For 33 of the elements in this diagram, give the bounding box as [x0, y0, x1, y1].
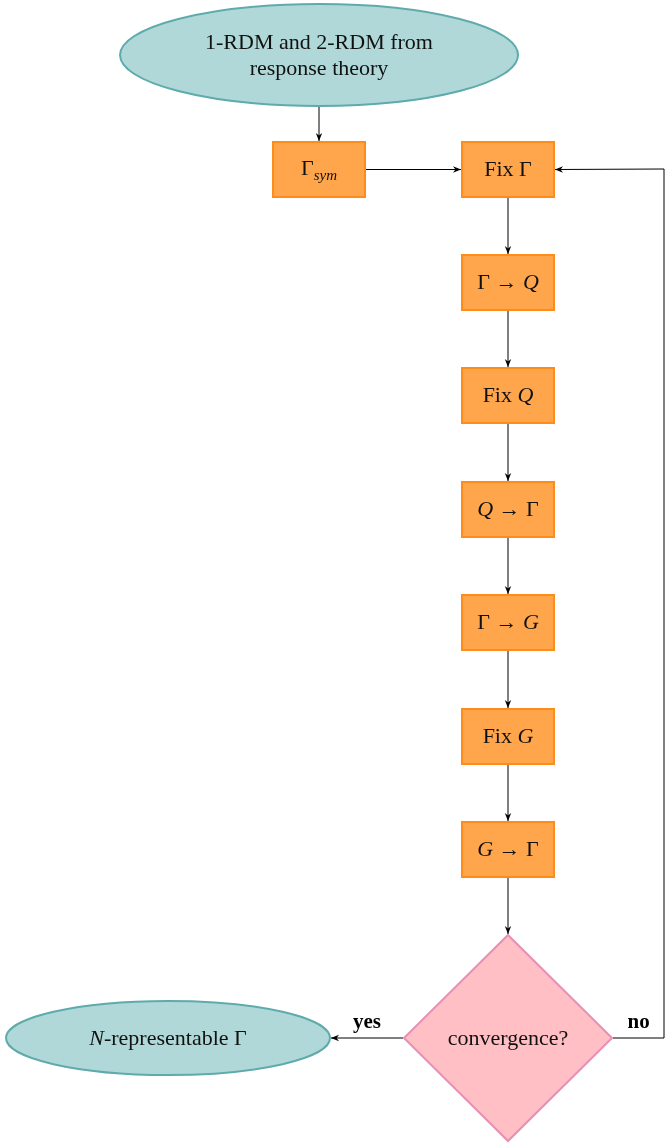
arrow — [504, 877, 512, 935]
node-label: G → Γ — [477, 836, 539, 863]
node-label: 1-RDM and 2-RDM from response theory — [204, 28, 434, 82]
terminal-ellipse — [119, 3, 519, 107]
arrow — [504, 537, 512, 595]
node-label: Γ$_{sym}$ — [300, 154, 337, 185]
decision-diamond — [403, 934, 613, 1142]
node-label: Γ → G — [477, 609, 539, 636]
arrow — [504, 764, 512, 822]
node-label: Fix Γ — [484, 156, 532, 183]
arrow — [315, 106, 323, 142]
node-label: Γ → Q — [477, 269, 539, 296]
node-label: N-representable Γ — [89, 1024, 247, 1052]
process-box — [461, 141, 555, 198]
process-box — [461, 821, 555, 878]
arrow — [504, 423, 512, 482]
process-box — [461, 254, 555, 311]
arrow — [365, 166, 462, 173]
process-box — [272, 141, 366, 198]
process-box — [461, 594, 555, 651]
process-box — [461, 481, 555, 538]
node-label: Q → Γ — [477, 496, 539, 523]
arrow — [330, 1034, 404, 1042]
arrow — [504, 310, 512, 368]
node-label: Fix Q — [482, 382, 534, 409]
node-label: convergence? — [447, 1024, 569, 1052]
arrow — [504, 197, 512, 255]
arrow — [504, 650, 512, 709]
arrow — [554, 166, 665, 1039]
node-label: Fix G — [482, 723, 534, 750]
terminal-ellipse — [5, 1000, 331, 1076]
process-box — [461, 708, 555, 765]
process-box — [461, 367, 555, 424]
